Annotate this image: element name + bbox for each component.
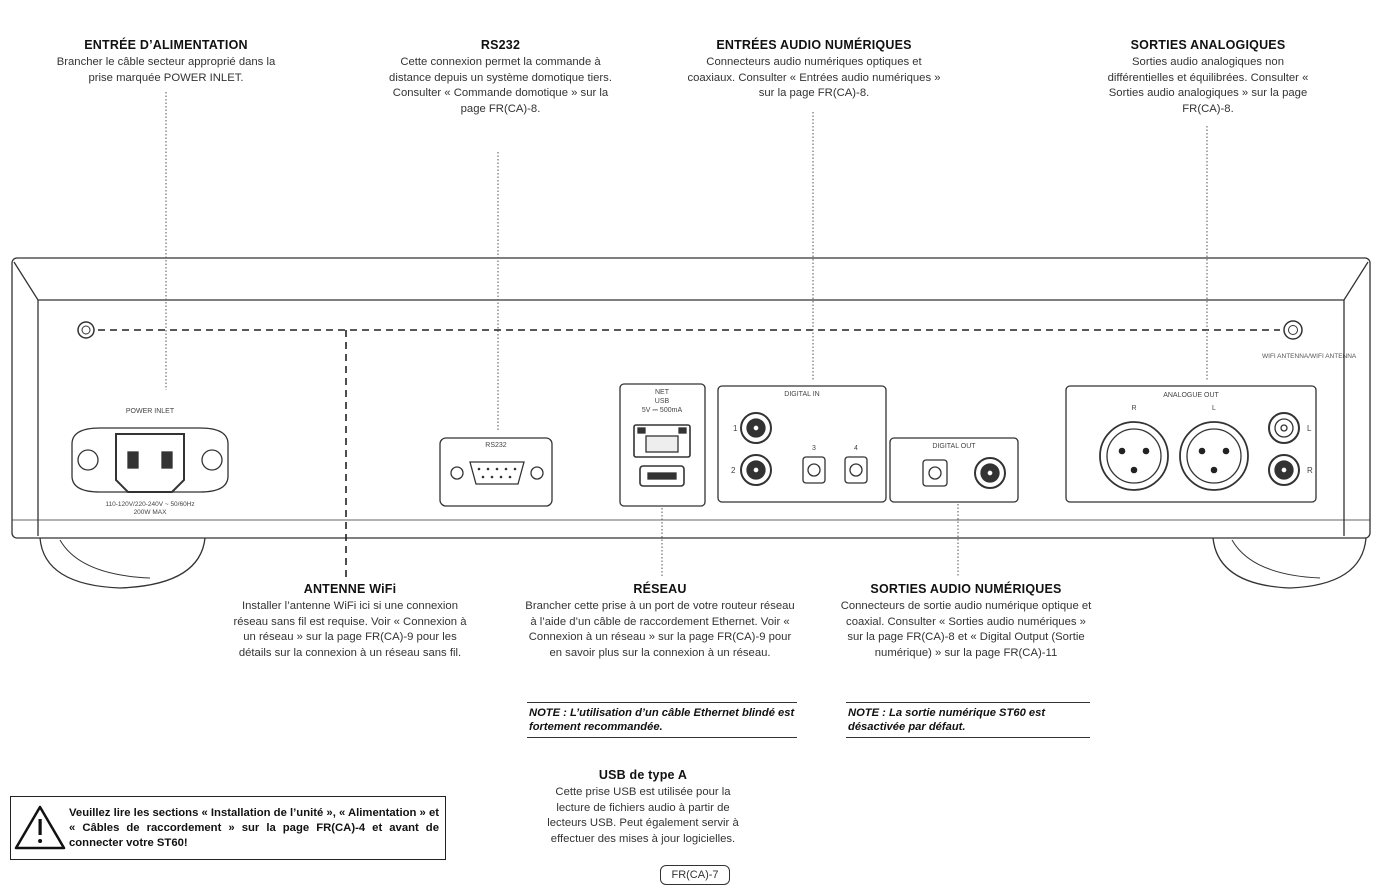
callout-title: SORTIES ANALOGIQUES	[1130, 38, 1286, 52]
callout-body: Brancher le câble secteur approprié dans…	[56, 56, 276, 84]
rs232-port	[469, 461, 525, 485]
page-number: FR(CA)-7	[660, 865, 730, 885]
callout-rs232: RS232 Cette connexion permet la commande…	[388, 38, 613, 117]
net-label: NET	[655, 389, 670, 396]
digital-out-label: DIGITAL OUT	[932, 443, 976, 450]
warning-icon	[14, 805, 66, 850]
input-number: 2	[731, 466, 736, 475]
callout-digital-out: SORTIES AUDIO NUMÉRIQUES Connecteurs de …	[838, 582, 1094, 661]
digital-in-label: DIGITAL IN	[784, 391, 819, 398]
callout-title: RÉSEAU	[633, 582, 687, 596]
power-spec-text: 200W MAX	[134, 509, 168, 516]
callout-title: ENTRÉE D’ALIMENTATION	[84, 38, 248, 52]
callout-body: Cette prise USB est utilisée pour la lec…	[547, 786, 739, 845]
analogue-out-label: ANALOGUE OUT	[1163, 392, 1219, 399]
power-inlet-socket	[115, 433, 185, 493]
note-digital-out: NOTE : La sortie numérique ST60 est désa…	[846, 702, 1090, 738]
callout-title: USB de type A	[598, 768, 688, 782]
power-spec-text: 110-120V/220-240V ~ 50/60Hz	[105, 501, 194, 508]
callout-body: Sorties audio analogiques non différenti…	[1107, 56, 1309, 115]
callout-digital-in: ENTRÉES AUDIO NUMÉRIQUES Connecteurs aud…	[685, 38, 943, 102]
callout-usb: USB de type A Cette prise USB est utilis…	[543, 768, 743, 847]
xlr-channel-label: R	[1131, 405, 1136, 412]
warning-text: Veuillez lire les sections « Installatio…	[69, 806, 439, 849]
usb-label: USB	[655, 398, 670, 405]
warning-box: Veuillez lire les sections « Installatio…	[10, 796, 446, 860]
rca-channel-label: L	[1307, 424, 1312, 433]
rs232-label: RS232	[485, 442, 507, 449]
wifi-antenna-label: WIFI ANTENNA/WIFI ANTENNA	[1262, 353, 1357, 360]
callout-power-inlet: ENTRÉE D’ALIMENTATION Brancher le câble …	[50, 38, 282, 86]
input-number: 1	[733, 424, 738, 433]
power-inlet-label: POWER INLET	[126, 408, 175, 415]
callout-title: RS232	[480, 38, 521, 52]
input-number: 4	[854, 445, 858, 452]
digital-in-panel	[717, 385, 887, 503]
note-ethernet: NOTE : L’utilisation d’un câble Ethernet…	[527, 702, 797, 738]
xlr-channel-label: L	[1212, 405, 1216, 412]
left-foot	[39, 537, 206, 589]
callout-body: Connecteurs de sortie audio numérique op…	[840, 600, 1092, 659]
callout-wifi-antenna: ANTENNE WiFi Installer l’antenne WiFi ic…	[230, 582, 470, 661]
right-foot	[1212, 537, 1367, 589]
callout-body: Installer l’antenne WiFi ici si une conn…	[233, 600, 467, 659]
callout-body: Brancher cette prise à un port de votre …	[525, 600, 795, 659]
callout-body: Connecteurs audio numériques optiques et…	[687, 56, 941, 99]
callout-network: RÉSEAU Brancher cette prise à un port de…	[525, 582, 795, 661]
callout-analog-out: SORTIES ANALOGIQUES Sorties audio analog…	[1098, 38, 1318, 117]
input-number: 3	[812, 445, 816, 452]
usb-spec-label: 5V ⎓ 500mA	[642, 407, 683, 414]
callout-body: Cette connexion permet la commande à dis…	[389, 56, 612, 115]
rca-channel-label: R	[1307, 466, 1313, 475]
callout-title: SORTIES AUDIO NUMÉRIQUES	[870, 582, 1062, 596]
callout-title: ENTRÉES AUDIO NUMÉRIQUES	[716, 38, 912, 52]
callout-title: ANTENNE WiFi	[303, 582, 397, 596]
